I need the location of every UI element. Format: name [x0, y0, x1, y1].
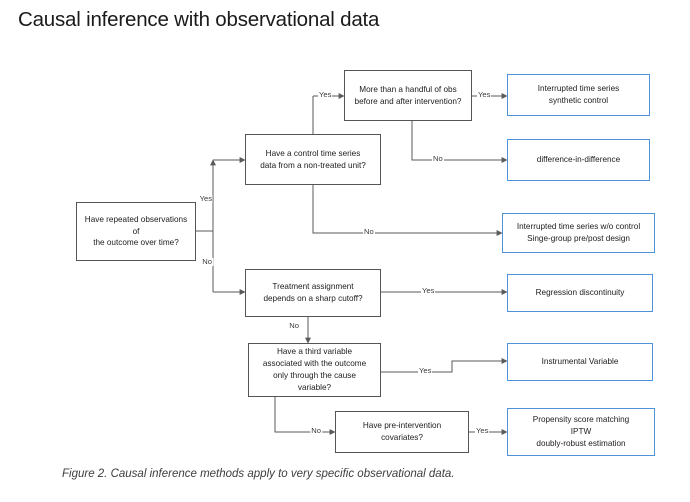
node-label: Treatment assignment depends on a sharp … — [263, 282, 363, 303]
edge-label-cutoff-no: No — [288, 321, 300, 330]
node-label: Interrupted time series synthetic contro… — [537, 84, 620, 105]
edge-label-handful-no: No — [432, 154, 444, 163]
node-q-pre-intervention-covariates[interactable]: Have pre-intervention covariates? — [335, 411, 469, 453]
node-label: difference-in-difference — [536, 155, 621, 165]
edge-label-control-yes: Yes — [318, 90, 333, 99]
node-m-its-synthetic-control[interactable]: Interrupted time series synthetic contro… — [507, 74, 650, 116]
node-q-handful-of-obs[interactable]: More than a handful of obs before and af… — [344, 70, 472, 121]
node-label: Have repeated observations of the outcom… — [84, 214, 188, 248]
node-q-repeated-observations[interactable]: Have repeated observations of the outcom… — [76, 202, 196, 261]
page-title: Causal inference with observational data — [18, 8, 380, 31]
node-label: Have pre-intervention covariates? — [362, 421, 442, 442]
edge-thirdvar-yes — [381, 358, 508, 373]
edge-control-no — [312, 185, 503, 236]
node-m-instrumental-variable[interactable]: Instrumental Variable — [507, 343, 653, 381]
node-q-third-variable[interactable]: Have a third variable associated with th… — [248, 343, 381, 397]
node-label: Regression discontinuity — [535, 288, 625, 298]
edge-label-handful-yes: Yes — [477, 90, 492, 99]
node-label: Have a control time series data from a n… — [260, 148, 366, 170]
edge-label-thirdvar-no: No — [310, 426, 322, 435]
edge-thirdvar-no — [274, 397, 336, 435]
node-q-sharp-cutoff[interactable]: Treatment assignment depends on a sharp … — [245, 269, 381, 317]
figure-caption: Figure 2. Causal inference methods apply… — [62, 468, 455, 480]
edge-label-covariates-yes: Yes — [475, 426, 490, 435]
node-label: Propensity score matching IPTW doubly-ro… — [532, 415, 630, 448]
edge-label-thirdvar-yes: Yes — [418, 366, 433, 375]
node-label: Instrumental Variable — [541, 357, 619, 367]
edge-label-cutoff-yes: Yes — [421, 286, 436, 295]
node-m-its-wo-control[interactable]: Interrupted time series w/o control Sing… — [502, 213, 655, 253]
node-label: More than a handful of obs before and af… — [354, 84, 462, 106]
edge-label-control-no: No — [363, 227, 375, 236]
node-q-control-time-series[interactable]: Have a control time series data from a n… — [245, 134, 381, 185]
node-label: Have a third variable associated with th… — [262, 347, 367, 392]
node-m-propensity-score[interactable]: Propensity score matching IPTW doubly-ro… — [507, 408, 655, 456]
node-m-regression-discontinuity[interactable]: Regression discontinuity — [507, 274, 653, 312]
edge-handful-no — [411, 121, 508, 163]
node-label: Interrupted time series w/o control Sing… — [516, 222, 641, 243]
edge-label-repeated-no: No — [201, 257, 213, 266]
node-m-difference-in-difference[interactable]: difference-in-difference — [507, 139, 650, 181]
edge-label-repeated-yes: Yes — [198, 194, 213, 203]
